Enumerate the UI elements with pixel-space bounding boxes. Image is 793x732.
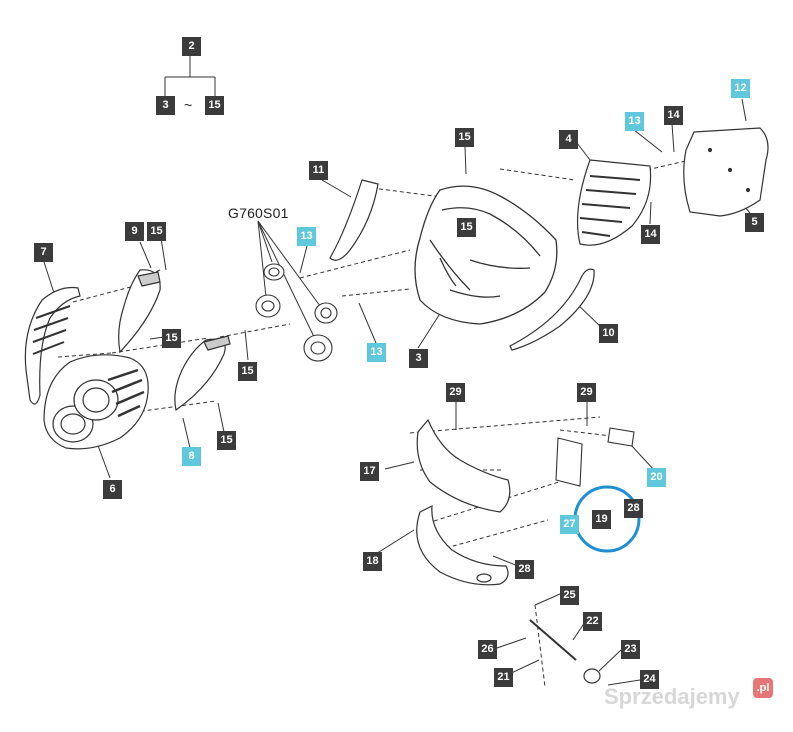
watermark-text: Sprzedajemy <box>604 684 740 709</box>
part-18-lower-trim <box>416 504 509 586</box>
callout-15: 15 <box>147 222 166 241</box>
assembly-leaders <box>257 220 324 344</box>
tree-connector <box>164 55 216 97</box>
callout-20: 20 <box>647 468 666 487</box>
callout-14: 14 <box>664 106 683 125</box>
callout-15: 15 <box>217 431 236 450</box>
callout-8: 8 <box>182 447 201 466</box>
callout-28: 28 <box>624 499 643 518</box>
callout-15: 15 <box>238 362 257 381</box>
callout-3: 3 <box>409 349 428 368</box>
callout-14: 14 <box>641 225 660 244</box>
callout-15: 15 <box>457 218 476 237</box>
part-3-front-body <box>414 185 558 325</box>
callout-15: 15 <box>205 96 224 115</box>
callout-21: 21 <box>494 668 513 687</box>
range-separator: ~ <box>184 97 193 113</box>
part-9-blade <box>118 269 161 354</box>
part-8-blade <box>174 335 231 412</box>
callout-25: 25 <box>560 586 579 605</box>
part-23-knob <box>583 668 601 684</box>
part-11-strip <box>329 179 379 261</box>
callout-10: 10 <box>599 324 618 343</box>
callout-13: 13 <box>625 112 644 131</box>
callout-18: 18 <box>363 552 382 571</box>
callout-7: 7 <box>34 243 53 262</box>
callout-23: 23 <box>621 640 640 659</box>
callout-11: 11 <box>309 161 328 180</box>
callout-12: 12 <box>731 79 750 98</box>
callout-27: 27 <box>560 515 579 534</box>
callout-2: 2 <box>182 37 201 56</box>
part-6-front-frame <box>43 354 149 450</box>
callout-26: 26 <box>478 640 497 659</box>
callout-29: 29 <box>577 383 596 402</box>
callout-28: 28 <box>515 560 534 579</box>
callout-13: 13 <box>297 227 316 246</box>
part-7-housing <box>24 286 81 405</box>
callout-29: 29 <box>446 383 465 402</box>
callout-13: 13 <box>367 343 386 362</box>
callout-9: 9 <box>125 222 144 241</box>
watermark-badge: .pl <box>753 678 773 698</box>
callout-4: 4 <box>559 130 578 149</box>
part-4-grille <box>576 159 652 246</box>
callout-17: 17 <box>360 462 379 481</box>
bulb-sockets <box>255 263 338 362</box>
assembly-dashed-lines <box>57 159 691 688</box>
callout-6: 6 <box>103 480 122 499</box>
callout-15: 15 <box>162 329 181 348</box>
callout-3: 3 <box>156 96 175 115</box>
callout-24: 24 <box>640 670 659 689</box>
callout-22: 22 <box>583 612 602 631</box>
callout-15: 15 <box>455 128 474 147</box>
part-20-bracket <box>555 427 635 487</box>
part-22-rod <box>529 619 577 661</box>
callout-5: 5 <box>745 213 764 232</box>
part-10-trim <box>509 268 595 351</box>
part-17-cover <box>416 418 511 513</box>
callout-19: 19 <box>592 510 611 529</box>
assembly-code: G760S01 <box>228 205 289 221</box>
part-5-plate <box>683 127 769 217</box>
